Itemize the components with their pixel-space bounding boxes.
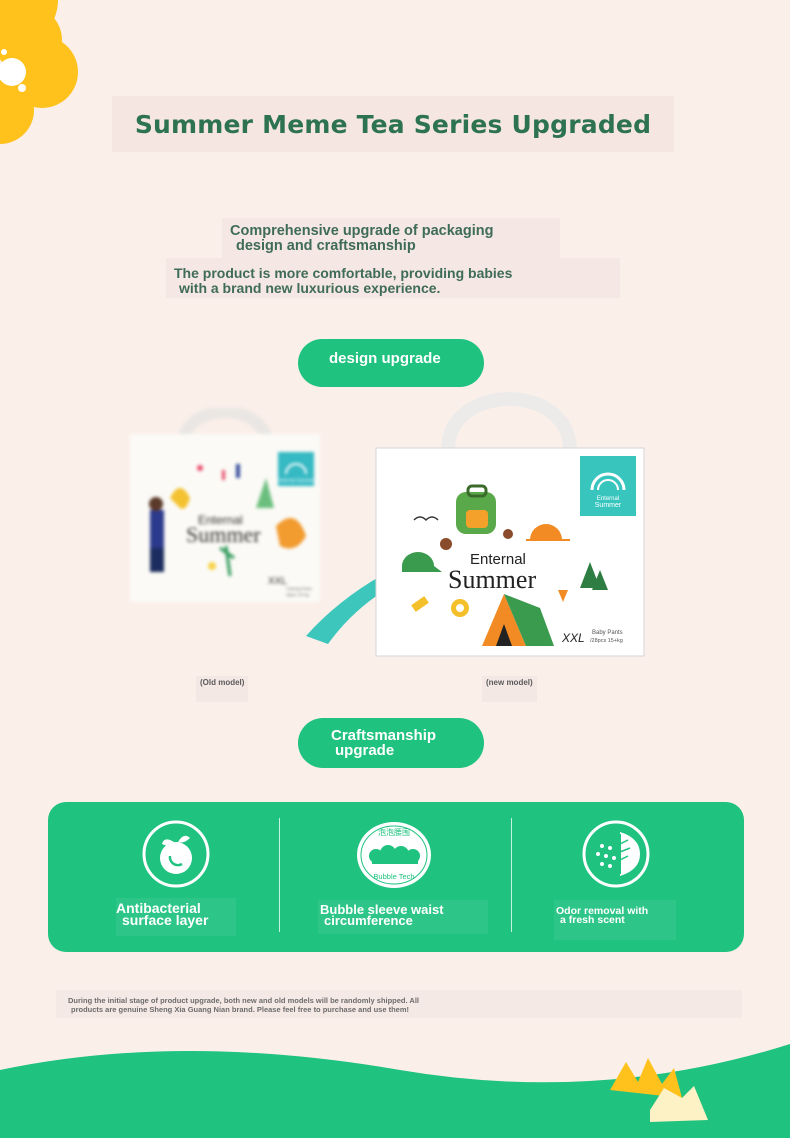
badge-top-text: 泡泡腰围 — [378, 827, 410, 837]
page-title: Summer Meme Tea Series Upgraded — [112, 96, 674, 152]
features-panel: Antibacterial surface layer 泡泡腰围 Bubble … — [48, 802, 744, 952]
feature-line: Odor removal with — [556, 905, 649, 917]
old-brand-line1: Enternal — [198, 513, 243, 527]
description-line: The product is more comfortable, providi… — [174, 265, 513, 281]
badge-bottom-text: Bubble Tech — [373, 872, 414, 881]
bubble-tech-badge-icon: 泡泡腰围 Bubble Tech — [357, 822, 431, 888]
divider — [279, 818, 280, 932]
craftsmanship-upgrade-badge: Craftsmanship upgrade — [298, 718, 484, 768]
old-type: Training Pants — [286, 586, 312, 591]
new-brand-small-2: Summer — [595, 502, 622, 509]
feature-label: Bubble sleeve waist circumference — [318, 900, 488, 934]
old-brand-small: Enternal Summer — [277, 478, 316, 484]
green-wave-decoration — [0, 1044, 790, 1138]
feature-label: Odor removal with a fresh scent — [554, 900, 676, 940]
description-line: with a brand new luxurious experience. — [179, 280, 441, 296]
new-brand-small-1: Enternal — [597, 496, 619, 502]
feature-line: Antibacterial — [116, 900, 201, 916]
old-spec: 28pcs 15+kg — [286, 592, 309, 597]
feature-line: Bubble sleeve waist — [320, 902, 444, 917]
new-size: XXL — [561, 631, 585, 645]
feature-line: circumference — [324, 913, 413, 928]
comfort-description: The product is more comfortable, providi… — [166, 258, 620, 298]
new-model-caption: (new model) — [482, 676, 537, 702]
badge-label: Craftsmanship — [331, 727, 437, 744]
divider — [511, 818, 512, 932]
old-model-bag-image: Enternal Summer Enternal Summer XXL Trai… — [130, 408, 320, 602]
notice-line: During the initial stage of product upgr… — [68, 996, 419, 1005]
notice-line: products are genuine Sheng Xia Guang Nia… — [71, 1005, 409, 1014]
design-upgrade-badge: design upgrade — [298, 339, 484, 387]
orange-fruit-icon — [142, 820, 210, 888]
new-brand-line2: Summer — [448, 565, 536, 594]
new-model-bag-image: Enternal Summer Enternal Summer XXL Baby… — [375, 392, 645, 657]
shipping-notice: During the initial stage of product upgr… — [56, 990, 742, 1018]
old-model-caption: (Old model) — [196, 676, 249, 702]
new-brand-line1: Enternal — [470, 551, 526, 568]
badge-label: design upgrade — [329, 350, 441, 367]
feature-line: surface layer — [122, 912, 209, 928]
feature-label: Antibacterial surface layer — [116, 898, 236, 936]
old-brand-line2: Summer — [186, 522, 261, 547]
badge-label: upgrade — [335, 742, 395, 759]
subtitle-line: Comprehensive upgrade of packaging — [230, 223, 494, 239]
feature-line: a fresh scent — [560, 914, 625, 926]
new-spec: /28pcs 15+kg — [590, 638, 623, 644]
leaf-dots-icon — [582, 820, 650, 888]
upgrade-subtitle: Comprehensive upgrade of packaging desig… — [222, 218, 560, 258]
flower-decoration-icon — [0, 0, 78, 144]
subtitle-line: design and craftsmanship — [236, 238, 416, 254]
new-type: Baby Pants — [592, 630, 623, 636]
old-size: XXL — [268, 576, 287, 587]
